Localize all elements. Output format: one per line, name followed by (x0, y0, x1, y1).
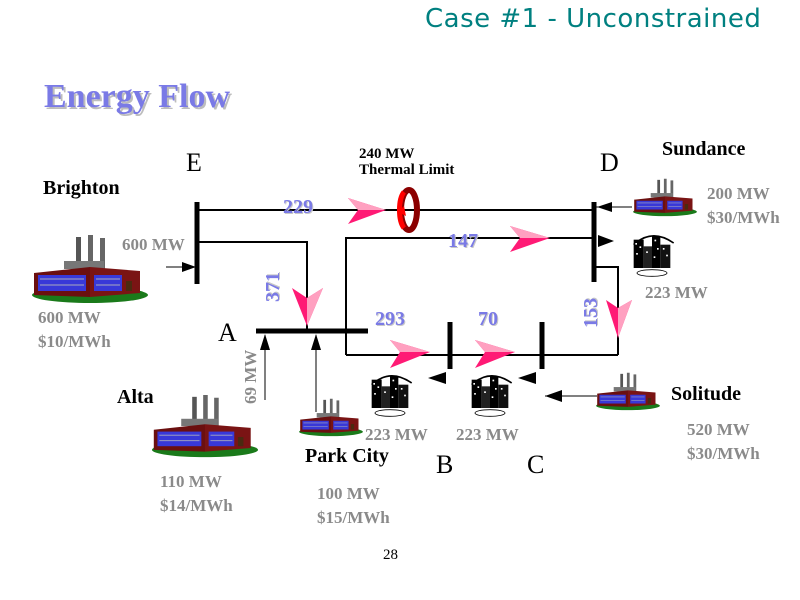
line-E-A (197, 241, 308, 331)
flow-arrow-D-C (606, 300, 632, 338)
factory-icon-parkcity (298, 398, 364, 437)
bus-label-B: B (436, 450, 454, 479)
flow-value-D-C: 153 (580, 298, 602, 328)
load-value-C: 223 MW (456, 425, 519, 444)
generator-capacity-parkcity: 100 MW (317, 484, 380, 503)
thermal-limit-icon (397, 187, 420, 233)
generator-name-sundance: Sundance (662, 138, 746, 160)
generator-capacity-alta: 110 MW (160, 472, 222, 491)
flow-value-A-D: 147 (448, 230, 478, 252)
generator-price-brighton: $10/MWh (38, 332, 111, 351)
generator-name-parkcity: Park City (305, 445, 389, 467)
load-arrow-C (518, 372, 536, 384)
bus-label-E: E (186, 148, 202, 177)
thermal-limit-text: Thermal Limit (359, 162, 455, 178)
generator-capacity-solitude: 520 MW (687, 420, 750, 439)
city-icon-C (470, 374, 513, 418)
injection-arrow-solitude (545, 390, 562, 402)
thermal-limit-label: 240 MW Thermal Limit (359, 146, 454, 178)
case-title: Case #1 - Unconstrained (425, 4, 762, 34)
load-value-D: 223 MW (645, 283, 708, 302)
flow-value-A-B: 293 (375, 308, 405, 330)
generator-capacity-brighton: 600 MW (38, 308, 101, 327)
line-A-D (345, 237, 594, 331)
flow-value-E-A: 371 (262, 272, 284, 302)
generator-info-parkcity: 100 MW $15/MWh (317, 482, 390, 530)
generator-info-alta: 110 MW $14/MWh (160, 470, 233, 518)
flow-arrow-B-C (475, 340, 515, 368)
flow-value-E-D: 229 (283, 196, 313, 218)
generator-name-alta: Alta (117, 386, 154, 408)
load-arrow-B (428, 372, 446, 384)
page-title: Energy Flow (44, 78, 231, 115)
flow-arrow-E-A (292, 288, 323, 326)
bus-label-D: D (600, 148, 619, 177)
page-number: 28 (383, 547, 398, 563)
generator-price-parkcity: $15/MWh (317, 508, 390, 527)
generator-output-alta: 69 MW (241, 349, 260, 404)
load-value-B: 223 MW (365, 425, 428, 444)
generator-name-brighton: Brighton (43, 177, 120, 199)
generator-output-brighton: 600 MW (122, 235, 185, 254)
injection-arrow-sundance (597, 202, 612, 212)
generator-capacity-sundance: 200 MW (707, 184, 770, 203)
flow-arrow-E-D (348, 198, 386, 224)
flow-arrow-A-B (390, 340, 430, 368)
generator-info-brighton: 600 MW $10/MWh (38, 306, 111, 354)
generator-price-solitude: $30/MWh (687, 444, 760, 463)
bus-label-C: C (527, 450, 545, 479)
city-icon-B (370, 374, 413, 418)
generator-info-solitude: 520 MW $30/MWh (687, 418, 760, 466)
generator-name-solitude: Solitude (671, 383, 742, 405)
injection-arrow-alta (260, 334, 270, 350)
factory-icon-alta (151, 395, 259, 458)
generator-price-alta: $14/MWh (160, 496, 233, 515)
flow-arrow-A-D (510, 226, 550, 252)
city-icon-D (632, 234, 675, 278)
injection-arrow-brighton (182, 262, 196, 272)
generator-info-sundance: 200 MW $30/MWh (707, 182, 780, 230)
injection-arrow-parkcity (311, 334, 321, 350)
flow-value-B-C: 70 (478, 308, 498, 330)
generator-price-sundance: $30/MWh (707, 208, 780, 227)
factory-icon-solitude (595, 372, 661, 411)
bus-label-A: A (218, 318, 237, 347)
thermal-limit-value: 240 MW (359, 146, 415, 162)
load-arrow-D (598, 235, 614, 247)
factory-icon-sundance (632, 178, 698, 217)
